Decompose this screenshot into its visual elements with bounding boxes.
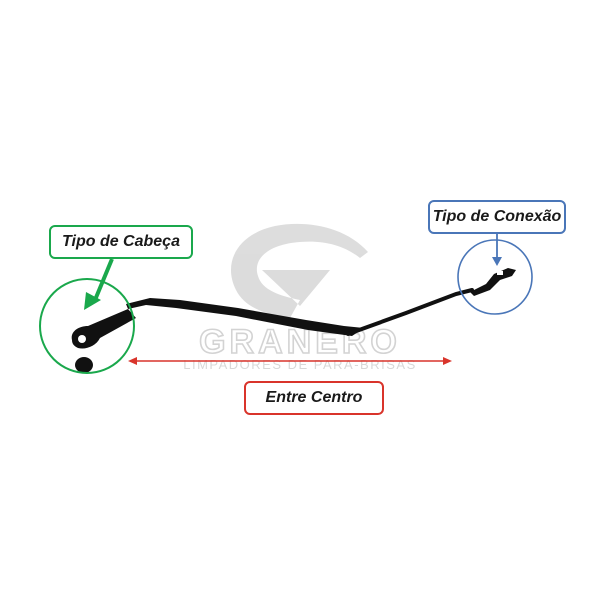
watermark-tagline: LIMPADORES DE PARA-BRISAS xyxy=(183,357,417,372)
watermark-logo: GRANERO LIMPADORES DE PARA-BRISAS xyxy=(183,223,417,372)
arm-head xyxy=(71,309,136,349)
pivot-cap xyxy=(75,357,93,373)
connection-highlight-circle xyxy=(457,239,533,315)
connection-type-label: Tipo de Conexão xyxy=(428,200,566,234)
connector-slot xyxy=(497,271,503,275)
arm-rod xyxy=(346,288,474,336)
head-highlight-circle xyxy=(39,278,135,374)
connection-callout xyxy=(457,234,533,315)
connection-arrow-icon xyxy=(492,257,502,266)
center-distance-label: Entre Centro xyxy=(244,381,384,415)
head-arrow-icon xyxy=(84,292,101,310)
watermark-brand: GRANERO xyxy=(199,323,401,361)
arm-connector xyxy=(470,268,516,296)
center-distance-text: Entre Centro xyxy=(265,389,363,406)
dimension-arrow-left-icon xyxy=(128,357,137,365)
watermark-g-emblem xyxy=(230,223,368,318)
center-distance-dimension xyxy=(128,357,452,365)
head-callout xyxy=(39,258,135,374)
connection-type-text: Tipo de Conexão xyxy=(432,208,562,225)
head-type-text: Tipo de Cabeça xyxy=(62,233,180,250)
head-type-label: Tipo de Cabeça xyxy=(49,225,193,259)
arm-housing xyxy=(126,298,364,336)
wiper-arm xyxy=(71,268,516,373)
head-pointer-line xyxy=(93,258,114,301)
pivot-hole xyxy=(78,335,86,343)
dimension-arrow-right-icon xyxy=(443,357,452,365)
